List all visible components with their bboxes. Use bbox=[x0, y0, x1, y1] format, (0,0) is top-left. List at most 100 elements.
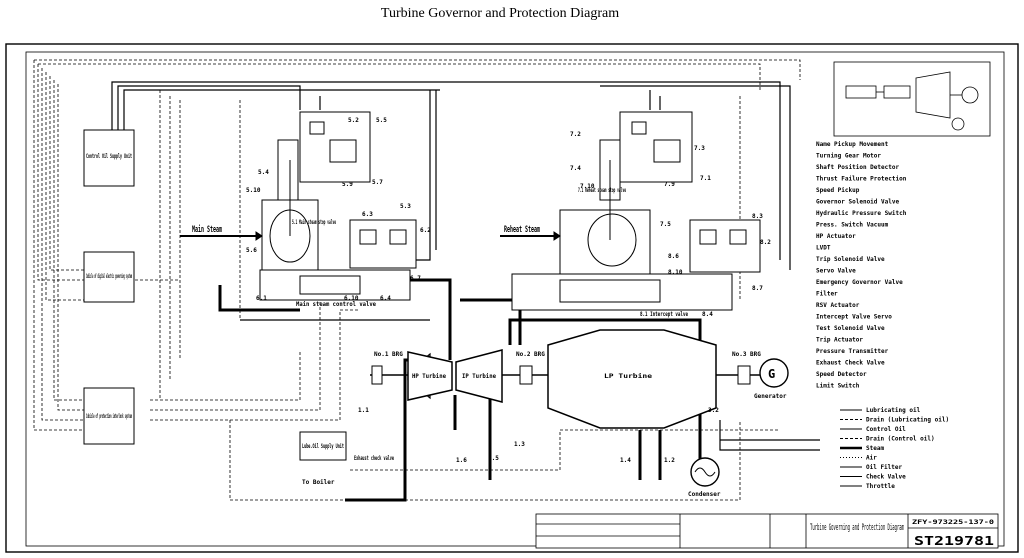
reheat-valve-assembly bbox=[500, 111, 761, 311]
generator-label: Generator bbox=[754, 393, 787, 400]
cubicle-protection-box: Cubicle of protection interlock system bbox=[83, 387, 135, 445]
legend-list-item: Hydraulic Pressure Switch bbox=[816, 210, 907, 217]
tag-1-2: 1.2 bbox=[664, 457, 675, 464]
tag-5-9: 5.9 bbox=[342, 181, 353, 188]
legend-list-item: Press. Switch Vacuum bbox=[816, 222, 889, 229]
tag-1-4: 1.4 bbox=[620, 457, 631, 464]
tag-8-7: 8.7 bbox=[752, 285, 763, 292]
tag-8-4: 8.4 bbox=[702, 311, 713, 318]
legend-list-item: Filter bbox=[816, 291, 838, 298]
oil-pipelines bbox=[111, 81, 820, 451]
tag-6-10: 6.10 bbox=[344, 295, 359, 302]
line-legend-item: Drain (Control oil) bbox=[866, 436, 935, 443]
cubicle-digital-label: Cubicle of digital electric governing sy… bbox=[86, 273, 132, 280]
tag-8-3: 8.3 bbox=[752, 213, 763, 220]
page-title: Turbine Governor and Protection Diagram bbox=[380, 6, 620, 21]
tag-6-4: 6.4 bbox=[380, 295, 391, 302]
brg2-label: No.2 BRG bbox=[516, 351, 545, 358]
cubicle-protection-label: Cubicle of protection interlock system bbox=[86, 413, 132, 420]
line-legend-item: Control Oil bbox=[866, 426, 906, 433]
legend-list-item: Exhaust Check Valve bbox=[816, 360, 885, 367]
tag-5-4: 5.4 bbox=[258, 169, 269, 176]
title-block-name: Turbine Governing and Protection Diagram bbox=[810, 523, 904, 533]
condenser: Condenser bbox=[688, 457, 721, 498]
legend-list-item: Test Solenoid Valve bbox=[816, 325, 885, 332]
lube-oil-box: Lube.Oil Supply Unit bbox=[299, 431, 347, 461]
tag-7-5: 7.5 bbox=[660, 221, 671, 228]
hp-turbine-label: HP Turbine bbox=[412, 373, 446, 380]
legend-list-item: Trip Actuator bbox=[816, 337, 863, 344]
ip-turbine: IP Turbine bbox=[455, 349, 503, 403]
tag-5-2: 5.2 bbox=[348, 117, 359, 124]
control-oil-label: Control Oil Supply Unit bbox=[86, 153, 132, 160]
brg1-label: No.1 BRG bbox=[374, 351, 403, 358]
cubicle-digital-box: Cubicle of digital electric governing sy… bbox=[83, 251, 135, 303]
legend-list-item: Governor Solenoid Valve bbox=[816, 199, 899, 206]
line-legend-item: Throttle bbox=[866, 483, 895, 490]
hp-turbine: HP Turbine bbox=[407, 351, 453, 401]
legend-list-item: Trip Solenoid Valve bbox=[816, 256, 885, 263]
tag-5-10: 5.10 bbox=[246, 187, 261, 194]
tag-6-7: 6.7 bbox=[410, 275, 421, 282]
check-valve-label: Exhaust check valve bbox=[354, 455, 394, 462]
mscv-label: Main steam control valve bbox=[296, 301, 376, 308]
tag-1-6: 1.6 bbox=[456, 457, 467, 464]
legend-list-item: Limit Switch bbox=[816, 383, 860, 390]
line-legend-item: Steam bbox=[866, 445, 884, 452]
bearing-1: No.1 BRG bbox=[371, 351, 403, 385]
drawing-inner-frame bbox=[25, 51, 1005, 547]
tag-7-9: 7.9 bbox=[664, 181, 675, 188]
tag-8-2: 8.2 bbox=[760, 239, 771, 246]
line-legend-item: Air bbox=[866, 455, 877, 462]
legend-list-item: Turning Gear Motor bbox=[816, 153, 881, 160]
tag-7-10: 7.10 bbox=[580, 183, 595, 190]
msv-label: 5.1 Main steam stop valve bbox=[292, 219, 336, 226]
tag-1-1: 1.1 bbox=[358, 407, 369, 414]
legend-list-item: Servo Valve bbox=[816, 268, 856, 275]
system-inset bbox=[833, 61, 991, 137]
lp-turbine-label: LP Turbine bbox=[604, 373, 653, 380]
generator: G Generator bbox=[754, 358, 789, 400]
bearing-2: No.2 BRG bbox=[516, 351, 545, 385]
line-legend-item: Check Valve bbox=[866, 474, 906, 481]
tag-3-2: 3.2 bbox=[708, 407, 719, 414]
drawing-frame bbox=[5, 43, 1019, 553]
lube-oil-label: Lube.Oil Supply Unit bbox=[302, 443, 344, 450]
condenser-label: Condenser bbox=[688, 491, 721, 498]
tag-6-3: 6.3 bbox=[362, 211, 373, 218]
legend-list-item: Thrust Failure Protection bbox=[816, 176, 907, 183]
title-block-number: ZFY-973225-137-0 bbox=[912, 519, 995, 526]
tag-1-3: 1.3 bbox=[514, 441, 525, 448]
rsv-label: 7.1 Reheat steam stop valve bbox=[578, 187, 626, 194]
legend-list-item: Name Pickup Movement bbox=[816, 141, 889, 148]
tag-7-4: 7.4 bbox=[570, 165, 581, 172]
main-steam-label: Main Steam bbox=[192, 224, 222, 235]
line-legend-item: Lubricating oil bbox=[866, 407, 921, 414]
tag-5-7: 5.7 bbox=[372, 179, 383, 186]
brg3-label: No.3 BRG bbox=[732, 351, 761, 358]
tag-5-3: 5.3 bbox=[400, 203, 411, 210]
legend-list-item: LVDT bbox=[816, 245, 831, 252]
legend-list-item: Intercept Valve Servo bbox=[816, 314, 892, 321]
legend-list-item: RSV Actuator bbox=[816, 302, 860, 309]
legend-list-item: HP Actuator bbox=[816, 233, 856, 240]
lp-turbine: LP Turbine bbox=[547, 329, 717, 429]
line-legend-item: Oil Filter bbox=[866, 464, 903, 471]
tag-7-1b: 7.1 bbox=[700, 175, 711, 182]
ip-turbine-label: IP Turbine bbox=[462, 373, 496, 380]
legend-list-item: Speed Pickup bbox=[816, 187, 860, 194]
bearing-3: No.3 BRG bbox=[732, 351, 761, 385]
tag-5-6: 5.6 bbox=[246, 247, 257, 254]
line-legend-item: Drain (Lubricating oil) bbox=[866, 417, 949, 424]
reheat-steam-label: Reheat Steam bbox=[504, 225, 540, 235]
tag-6-2: 6.2 bbox=[420, 227, 431, 234]
main-steam-valve-assembly bbox=[180, 111, 417, 301]
generator-symbol: G bbox=[768, 367, 775, 381]
icv-label: 8.1 Intercept valve bbox=[640, 311, 688, 318]
tag-8-6: 8.6 bbox=[668, 253, 679, 260]
title-block-code: ST219781 bbox=[914, 534, 994, 548]
tag-7-3: 7.3 bbox=[694, 145, 705, 152]
to-boiler-label: To Boiler bbox=[302, 479, 335, 486]
